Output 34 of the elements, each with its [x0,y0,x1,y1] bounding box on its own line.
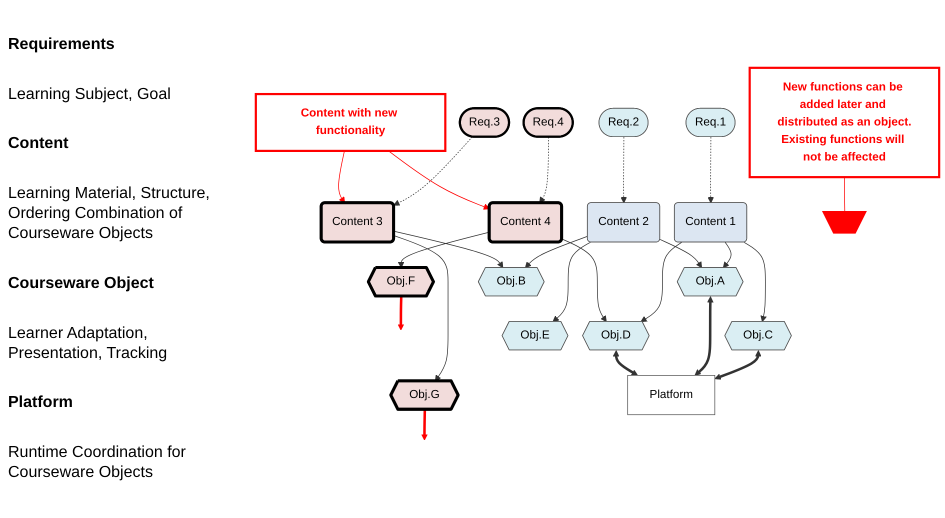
connector [844,176,846,212]
arrow [722,242,732,268]
arrow [398,231,490,268]
arrow [394,234,448,381]
arrow [562,238,607,322]
arrow [338,150,346,203]
node-box: Platform [627,374,716,415]
arrow [398,296,404,330]
arrow [388,150,490,210]
arrow [744,241,767,322]
layer-description: Learning Material, Structure, Ordering Combination of Courseware Objects [8,184,211,244]
arrow [660,238,702,268]
arrow [694,296,714,376]
node-box: New functions can be added later and distributed as an object. Existing functions will not be affected [748,66,940,178]
node-box: Content with new functionality [254,92,446,152]
arrow [393,136,473,206]
arrow [612,350,638,376]
layer-heading: Content [8,134,70,154]
layer-description: Runtime Coordination for Courseware Objects [8,443,187,484]
arrow [421,409,428,440]
arrow [620,136,627,203]
arrow [640,242,682,322]
arrow [524,235,588,268]
arrow [708,136,714,203]
arrow [539,136,549,203]
layer-heading: Courseware Object [8,274,155,294]
layer-description: Learner Adaptation, Presentation, Tracking [8,324,168,364]
arrow [714,350,762,380]
layer-heading: Platform [8,393,74,414]
layer-description: Learning Subject, Goal [8,84,172,105]
arrow [394,230,504,268]
node-brace [822,210,867,234]
arrow [552,241,591,322]
layer-heading: Requirements [8,34,116,55]
